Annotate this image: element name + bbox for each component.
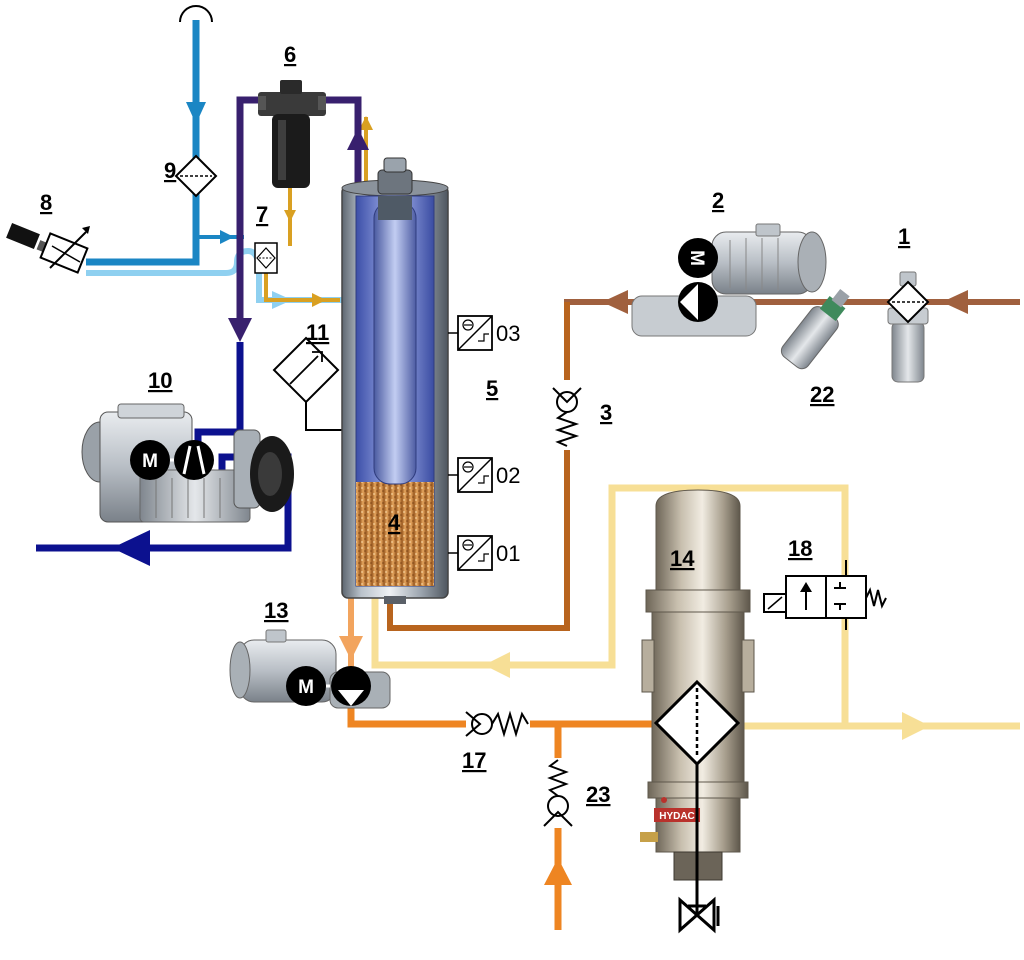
motor-label: M [142, 451, 158, 472]
filter-icon [886, 280, 930, 324]
drain-valve-icon [678, 896, 720, 934]
label-5: 5 [486, 376, 498, 401]
level-label-01: 01 [496, 541, 520, 566]
vacuum-column [341, 157, 449, 604]
check-valve-icon [552, 380, 582, 450]
check-valve-icon [465, 710, 530, 738]
label-11: 11 [306, 320, 329, 345]
level-label-02: 02 [496, 463, 520, 488]
label-2: 2 [712, 188, 724, 213]
housing-brand: HYDAC [659, 811, 695, 822]
return-line [387, 302, 570, 631]
heater-icon [6, 222, 90, 274]
label-3: 3 [600, 400, 612, 425]
vent-cap-icon [179, 5, 213, 23]
label-9: 9 [164, 158, 176, 183]
feed-pump [631, 223, 827, 337]
motor-label: M [298, 677, 314, 698]
brand-plate [654, 808, 700, 822]
pump-icon [174, 440, 214, 480]
pressure-sensor-icon [780, 289, 850, 370]
level-switch-icon [457, 535, 493, 571]
label-18: 18 [788, 536, 812, 561]
bypass-line [371, 484, 1020, 740]
label-13: 13 [264, 598, 288, 623]
pump-icon [678, 282, 718, 322]
label-17: 17 [462, 748, 486, 773]
label-7: 7 [256, 202, 268, 227]
level-switch-icon [457, 315, 493, 351]
motor-icon: M [678, 238, 718, 278]
motor-icon: M [286, 666, 326, 706]
motor-icon: M [130, 440, 170, 480]
fluid-level [356, 482, 434, 586]
vacuum-filter [258, 80, 326, 188]
level-switch-icon [457, 457, 493, 493]
pump-icon [331, 666, 371, 706]
filter-icon [174, 154, 218, 198]
filter-icon [272, 336, 346, 431]
level-label-03: 03 [496, 321, 520, 346]
label-10: 10 [148, 368, 172, 393]
motor-label: M [686, 250, 707, 266]
label-1: 1 [898, 224, 910, 249]
solenoid-valve-icon [763, 560, 887, 630]
label-4: 4 [388, 510, 401, 535]
label-6: 6 [284, 42, 296, 67]
filter-icon [653, 679, 741, 906]
label-14: 14 [670, 546, 695, 571]
condensate-line [264, 116, 373, 307]
check-valve-icon [543, 758, 573, 828]
label-22: 22 [810, 382, 834, 407]
label-23: 23 [586, 782, 610, 807]
flow-sensor-icon [254, 242, 278, 274]
label-8: 8 [40, 190, 52, 215]
